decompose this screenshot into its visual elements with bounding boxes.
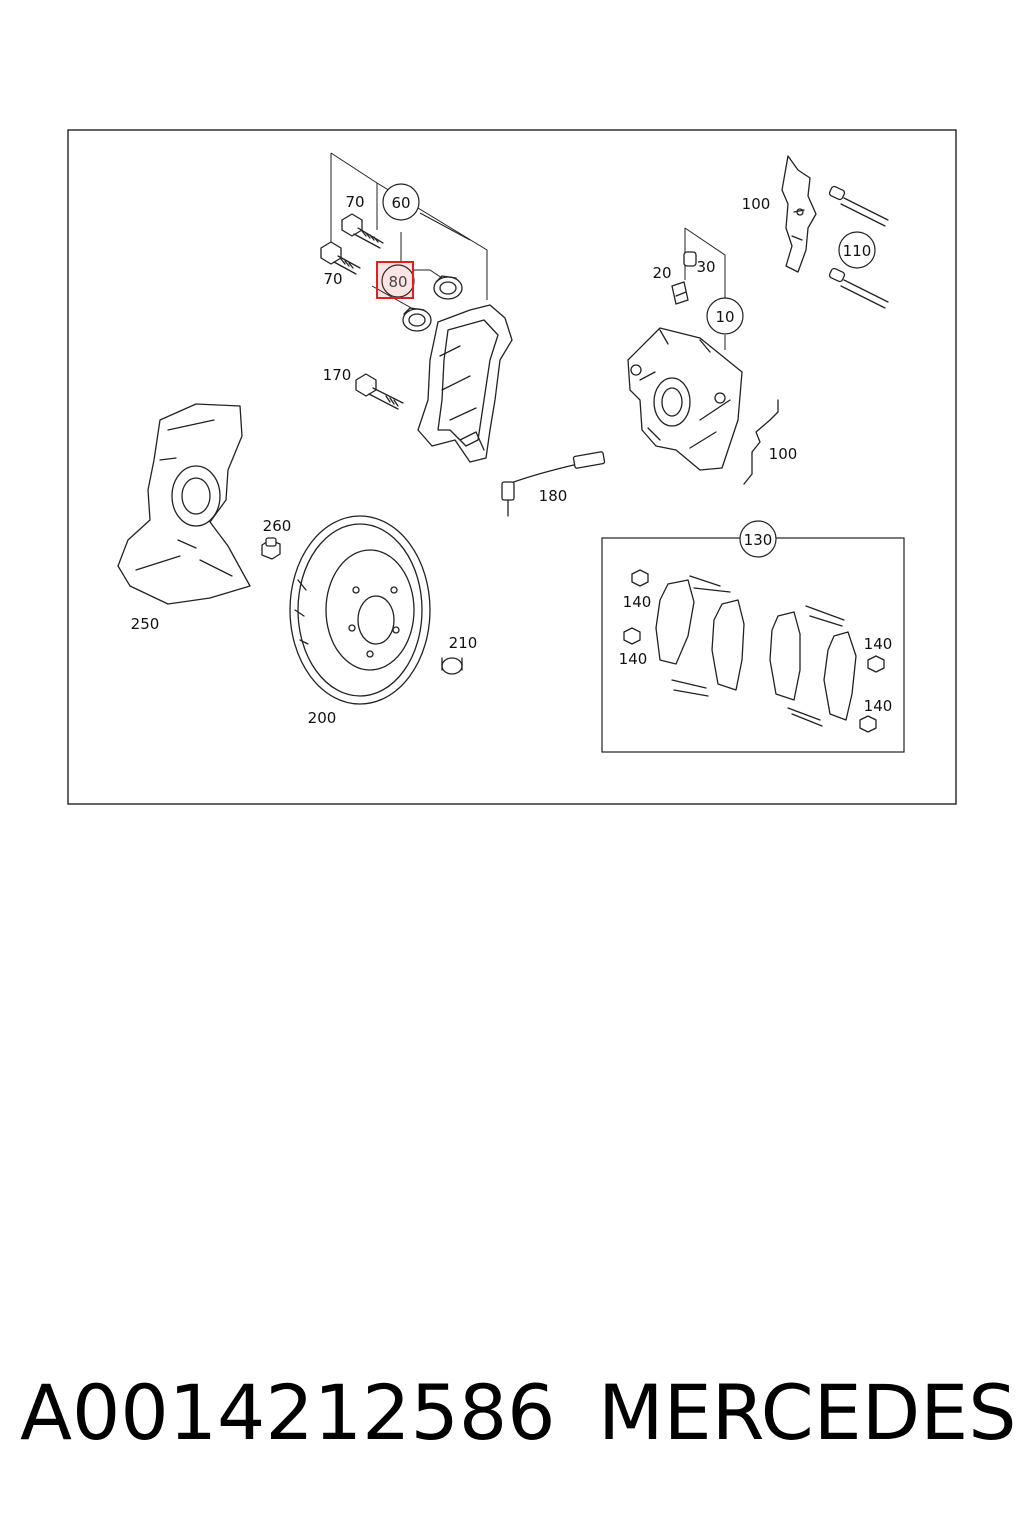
pad-spring-upper [781,155,817,273]
callout-circle-10[interactable] [706,297,744,335]
pad-retaining-wire [743,399,779,485]
guide-pin-upper [828,185,889,227]
bushing-upper [433,275,463,300]
callout-200: 200 [308,709,337,727]
callout-100-lower: 100 [769,445,798,463]
diagram-frame [67,129,957,805]
brake-disc [289,515,431,705]
pad-kit-frame [601,537,905,753]
bolt-170 [355,373,404,410]
callout-circle-60[interactable] [382,183,420,221]
exploded-brake-diagram: 60 80 70 70 10 20 30 100 110 100 170 180… [67,129,957,805]
callout-210: 210 [449,634,478,652]
pad-bolts-140 [623,569,885,733]
leader-lines-carrier-group [330,152,726,350]
callout-80-highlight[interactable] [376,261,414,299]
brand-name: MERCEDES [598,1368,1017,1457]
callout-80[interactable]: 80 [388,273,407,291]
caliper-housing [627,327,743,471]
callout-10: 10 [715,308,734,326]
caption: A0014212586 MERCEDES [0,1368,1024,1478]
bushing-lower [402,307,432,332]
callout-260: 260 [263,517,292,535]
splash-shield [117,403,251,605]
guide-pin-lower [828,267,889,309]
callout-20: 20 [652,264,671,282]
bolt-70-upper [341,213,384,249]
callout-30: 30 [696,258,715,276]
callout-140-c: 140 [864,635,893,653]
diagram-svg: 60 80 70 70 10 20 30 100 110 100 170 180… [67,129,957,805]
callout-70-lower: 70 [323,270,342,288]
callout-140-b: 140 [619,650,648,668]
callout-130: 130 [744,531,773,549]
callout-180: 180 [539,487,568,505]
callout-circle-130[interactable] [739,520,777,558]
callout-circle-110[interactable] [838,231,876,269]
callout-140-d: 140 [864,697,893,715]
callout-110: 110 [843,242,872,260]
part-number: A0014212586 [20,1368,556,1457]
brake-pads [655,575,857,727]
callout-70-upper: 70 [345,193,364,211]
cap-210 [441,657,463,675]
bleed-screw [671,251,697,305]
callout-140-a: 140 [623,593,652,611]
callout-60: 60 [391,194,410,212]
bolt-260 [261,537,281,560]
callout-250: 250 [131,615,160,633]
callout-100-upper: 100 [742,195,771,213]
caliper-carrier [417,304,513,463]
callout-170: 170 [323,366,352,384]
wear-sensor [501,451,606,517]
bolt-70-lower [320,241,361,275]
